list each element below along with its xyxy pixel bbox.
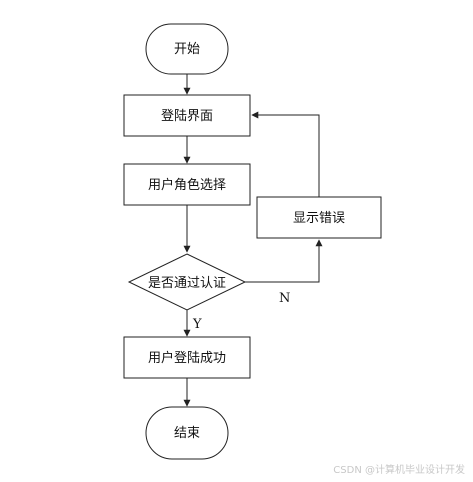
edge-error-to-login	[251, 111, 320, 197]
role-select-node: 用户角色选择	[123, 163, 251, 206]
edge-decision-to-error	[245, 239, 323, 283]
login-success-node: 用户登陆成功	[123, 336, 251, 379]
end-node-label: 结束	[174, 426, 200, 441]
role-select-label: 用户角色选择	[148, 177, 226, 193]
start-node: 开始	[145, 23, 229, 75]
auth-decision-label: 是否通过认证	[148, 276, 226, 291]
error-display-label: 显示错误	[293, 211, 345, 226]
login-screen-label: 登陆界面	[161, 108, 213, 124]
login-screen-node: 登陆界面	[123, 94, 251, 137]
login-success-label: 用户登陆成功	[148, 350, 226, 366]
auth-decision-node: 是否通过认证	[127, 253, 247, 311]
end-node: 结束	[145, 406, 229, 460]
start-node-label: 开始	[174, 42, 200, 57]
error-display-node: 显示错误	[256, 196, 382, 239]
watermark: CSDN @计算机毕业设计开发	[333, 465, 465, 476]
yes-label: Y	[192, 317, 202, 332]
no-label: N	[279, 291, 290, 306]
